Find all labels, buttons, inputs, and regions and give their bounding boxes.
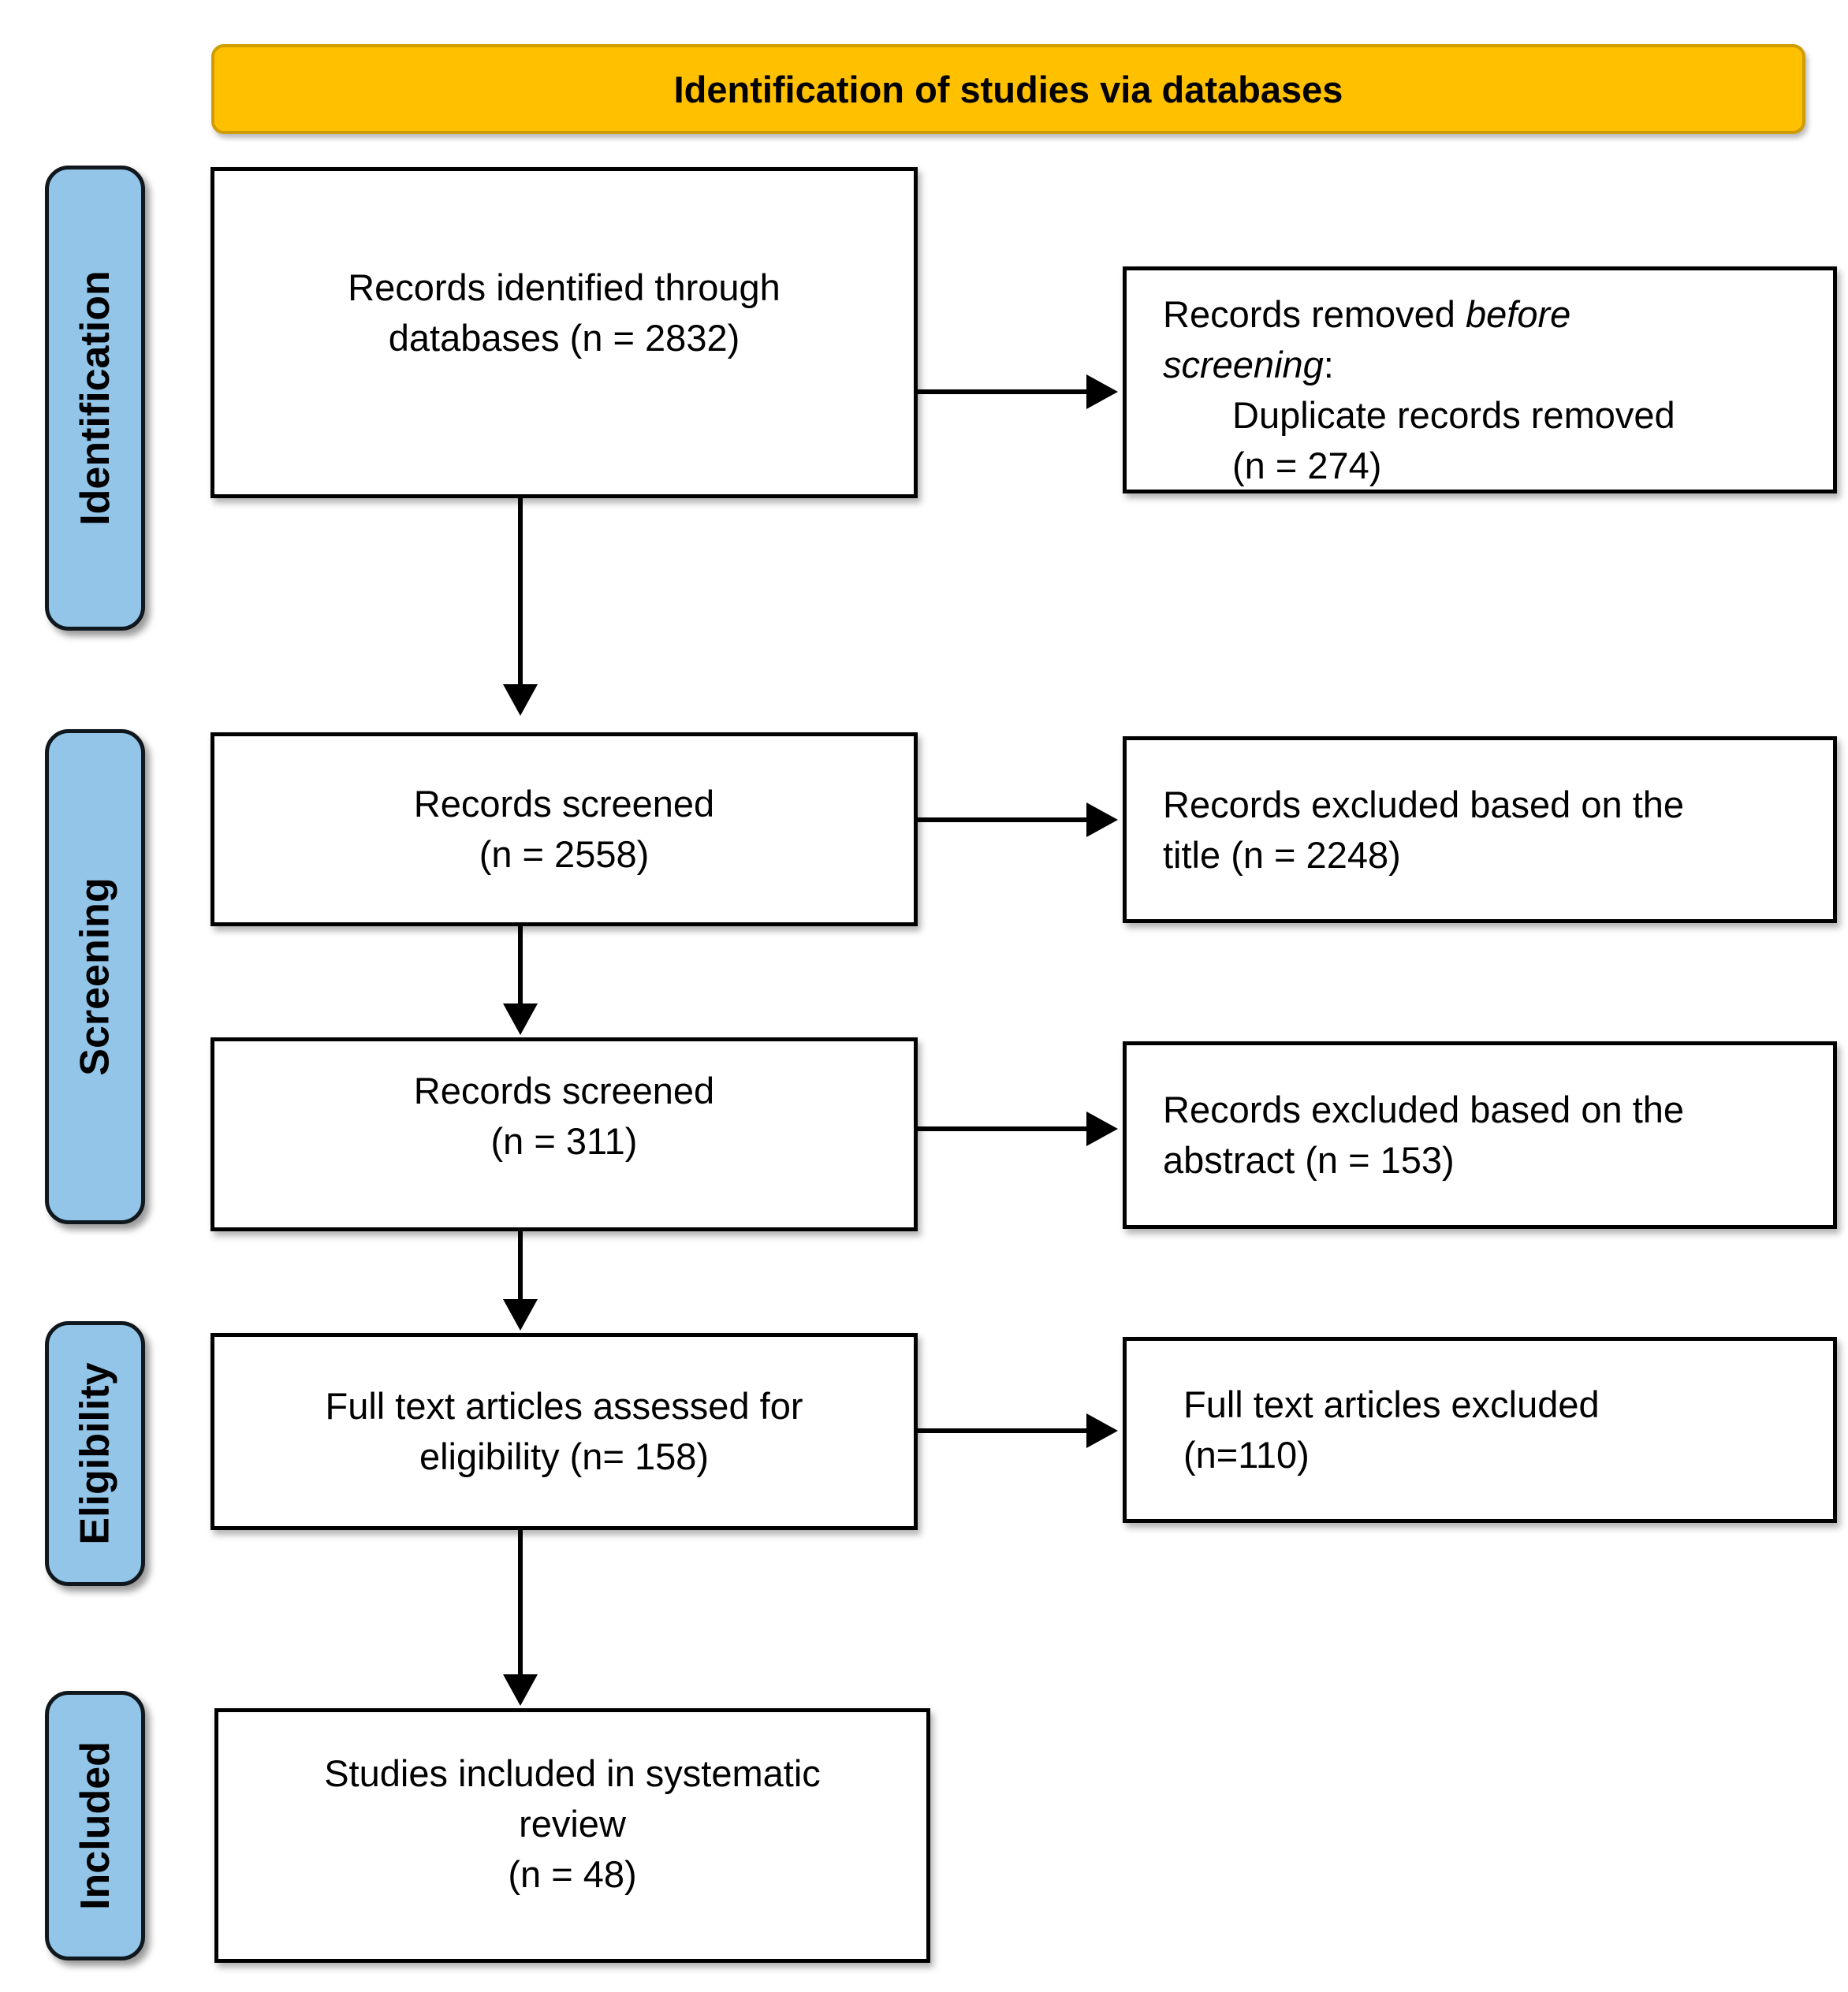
box-studies-included: Studies included in systematic review (n… (214, 1708, 930, 1963)
excluded-abstract-line1: Records excluded based on the (1163, 1089, 1685, 1130)
studies-included-line2: review (519, 1802, 626, 1845)
excluded-title-line2: title (n = 2248) (1163, 833, 1401, 876)
arrow-right-2-head-icon (1086, 802, 1118, 837)
stage-label-included: Included (45, 1691, 145, 1960)
excluded-abstract-line2: abstract (n = 153) (1163, 1139, 1455, 1181)
stage-label-identification-text: Identification (72, 270, 118, 526)
arrow-down-1-line (518, 497, 523, 686)
box-studies-included-text: Studies included in systematic review (n… (324, 1748, 821, 1900)
arrow-right-4-line (918, 1428, 1088, 1433)
fulltext-excluded-line1: Full text articles excluded (1183, 1383, 1600, 1425)
arrow-right-4-head-icon (1086, 1413, 1118, 1448)
box-records-screened-abstract-text: Records screened (n = 311) (414, 1066, 714, 1167)
box-records-screened-title: Records screened (n = 2558) (211, 732, 918, 926)
studies-included-line3: (n = 48) (508, 1852, 637, 1895)
records-removed-detail-block: Duplicate records removed (n = 274) (1163, 390, 1817, 491)
arrow-right-2-line (918, 817, 1088, 822)
records-screened-abstract-line1: Records screened (413, 1070, 715, 1111)
records-screened-title-line2: (n = 2558) (479, 833, 650, 875)
stage-label-included-text: Included (72, 1741, 118, 1910)
arrow-down-2-line (518, 926, 523, 1005)
records-identified-line2: databases (n = 2832) (388, 317, 740, 359)
stage-label-identification: Identification (45, 166, 145, 631)
box-excluded-title-text: Records excluded based on the title (n =… (1163, 780, 1684, 881)
records-screened-abstract-line2: (n = 311) (490, 1120, 638, 1162)
arrow-right-1-head-icon (1086, 374, 1118, 409)
box-fulltext-excluded: Full text articles excluded (n=110) (1123, 1337, 1837, 1523)
stage-label-eligibility-text: Eligibility (72, 1362, 118, 1545)
box-records-removed: Records removed before screening: Duplic… (1123, 266, 1837, 493)
records-removed-colon: : (1323, 344, 1334, 385)
header-banner: Identification of studies via databases (211, 44, 1805, 134)
duplicate-records-removed: Duplicate records removed (1232, 394, 1675, 436)
records-removed-prefix: Records removed (1163, 293, 1466, 335)
stage-label-screening-text: Screening (72, 877, 118, 1076)
duplicate-records-count: (n = 274) (1232, 445, 1382, 486)
diagram-title: Identification of studies via databases (673, 68, 1343, 110)
box-records-screened-abstract: Records screened (n = 311) (211, 1037, 918, 1231)
box-excluded-abstract-text: Records excluded based on the abstract (… (1163, 1085, 1684, 1186)
box-fulltext-assessed-text: Full text articles assessed for eligibil… (326, 1381, 803, 1482)
arrow-down-4-line (518, 1530, 523, 1676)
stage-label-eligibility: Eligibility (45, 1321, 145, 1586)
box-excluded-abstract: Records excluded based on the abstract (… (1123, 1041, 1837, 1229)
records-screened-title-line1: Records screened (413, 783, 715, 825)
arrow-right-3-line (918, 1126, 1088, 1131)
fulltext-excluded-line2: (n=110) (1183, 1434, 1310, 1476)
box-fulltext-assessed: Full text articles assessed for eligibil… (211, 1333, 918, 1530)
box-fulltext-excluded-text: Full text articles excluded (n=110) (1183, 1380, 1600, 1480)
fulltext-assessed-line2: eligibility (n= 158) (419, 1435, 710, 1477)
records-removed-italic-screening: screening (1163, 344, 1324, 385)
arrow-right-1-line (918, 389, 1088, 394)
fulltext-assessed-line1: Full text articles assessed for (325, 1385, 803, 1427)
arrow-down-1-head-icon (503, 684, 538, 716)
box-excluded-title: Records excluded based on the title (n =… (1123, 736, 1837, 923)
arrow-down-4-head-icon (503, 1674, 538, 1706)
arrow-down-3-line (518, 1231, 523, 1301)
records-identified-line1: Records identified through (348, 266, 781, 308)
box-records-screened-title-text: Records screened (n = 2558) (414, 779, 714, 880)
excluded-title-line1: Records excluded based on the (1163, 783, 1685, 825)
stage-label-screening: Screening (45, 729, 145, 1224)
arrow-down-3-head-icon (503, 1299, 538, 1331)
studies-included-line1: Studies included in systematic (324, 1752, 821, 1794)
records-removed-italic-before: before (1466, 293, 1571, 335)
arrow-down-2-head-icon (503, 1003, 538, 1035)
arrow-right-3-head-icon (1086, 1111, 1118, 1146)
box-records-identified: Records identified through databases (n … (211, 167, 918, 498)
box-records-removed-text: Records removed before screening: Duplic… (1163, 289, 1817, 491)
box-records-identified-text: Records identified through databases (n … (348, 262, 781, 363)
